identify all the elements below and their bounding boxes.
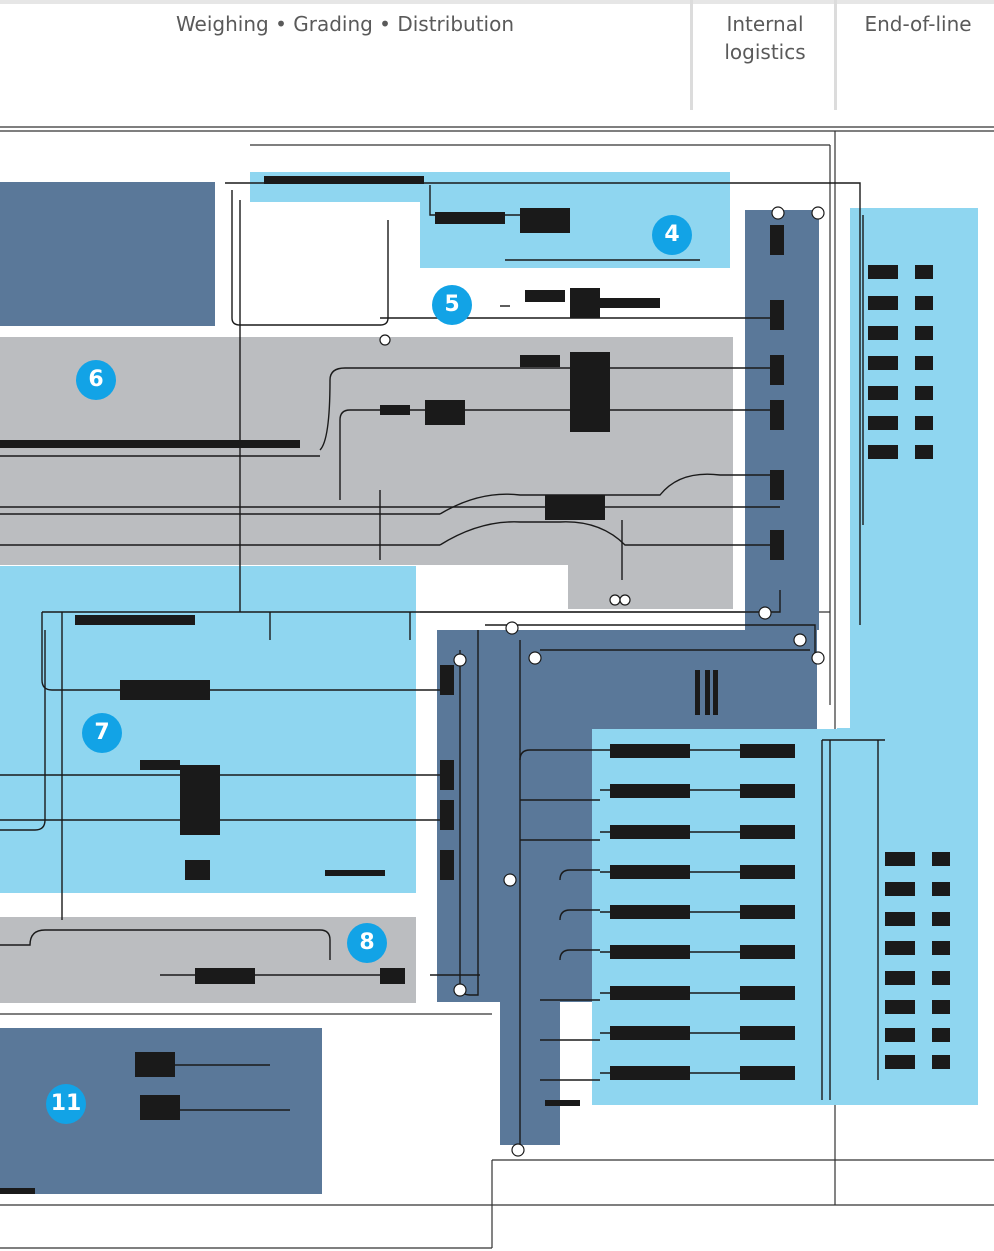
zone-area-7 — [0, 566, 416, 893]
zone-area-8 — [0, 917, 416, 1003]
zone-badge-11: 11 — [46, 1084, 86, 1124]
header-weighing-grading-distribution: Weighing • Grading • Distribution — [0, 0, 690, 110]
header-divider — [690, 0, 693, 110]
header-end-of-line: End-of-line — [842, 0, 994, 110]
zone-badge-4: 4 — [652, 215, 692, 255]
equipment-markers — [0, 176, 718, 1194]
header-top-border — [0, 0, 994, 4]
zone-regions — [0, 172, 978, 1194]
zone-area-top-left — [0, 182, 215, 326]
building-outline — [0, 126, 994, 1249]
zone-badge-7: 7 — [82, 713, 122, 753]
header-internal-logistics: Internal logistics — [700, 0, 830, 110]
zone-badge-6: 6 — [76, 360, 116, 400]
end-of-line-stations-bottom — [885, 852, 950, 1069]
output-stations — [440, 225, 950, 1080]
zone-area-logistics — [500, 630, 560, 1145]
header-divider — [834, 0, 837, 110]
right-column-stations — [440, 225, 784, 880]
conveyor-bend-markers — [379, 206, 825, 1157]
header-label: Internal logistics — [724, 12, 806, 64]
end-of-line-stations-top — [868, 265, 933, 459]
header-label: End-of-line — [864, 12, 972, 36]
header-label: Weighing • Grading • Distribution — [175, 12, 515, 36]
distribution-stations — [610, 744, 795, 1080]
zone-badge-5: 5 — [432, 285, 472, 325]
zone-badge-8: 8 — [347, 923, 387, 963]
zone-area-end-of-line-top — [850, 208, 978, 728]
